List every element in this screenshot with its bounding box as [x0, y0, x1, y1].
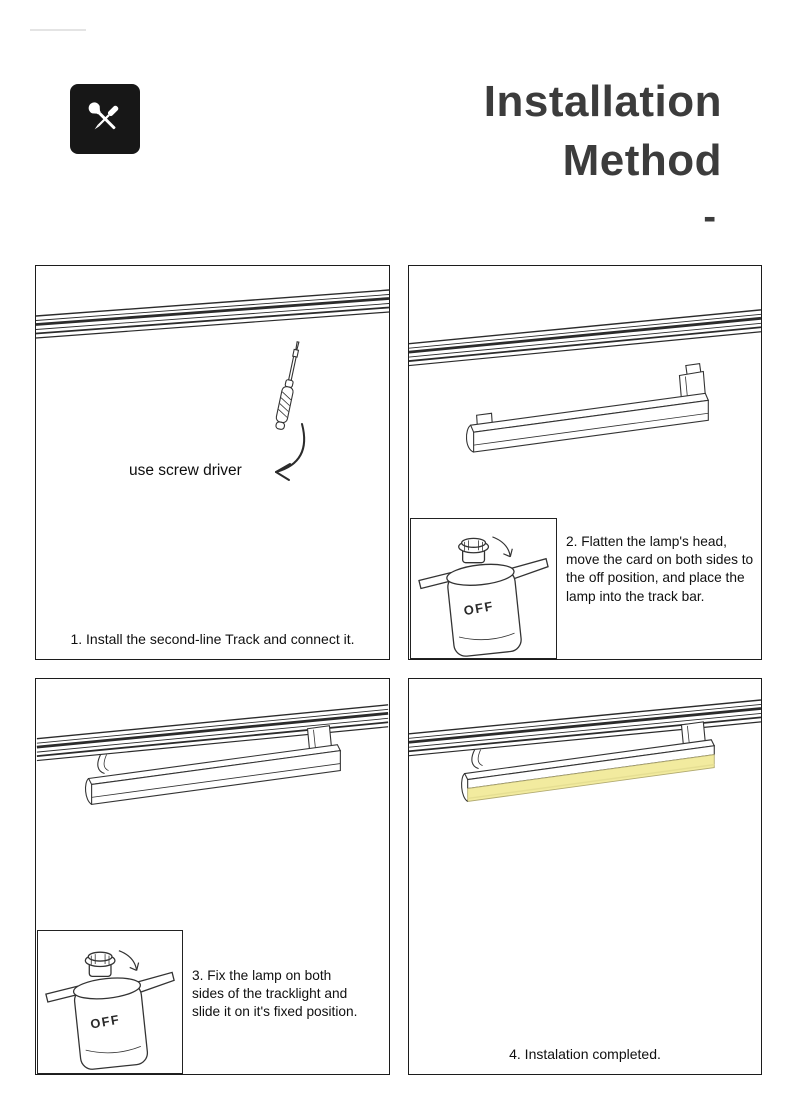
step-2-caption: 2. Flatten the lamp's head, move the car… — [566, 534, 754, 604]
top-divider — [30, 29, 86, 31]
step-2-panel: OFF 2. Flatten the lamp's head, move the… — [408, 265, 762, 660]
step-2-illustration — [409, 309, 761, 453]
off-label: OFF — [89, 1012, 121, 1032]
lamp-illustration — [85, 725, 342, 805]
tools-badge — [70, 84, 140, 154]
step-3-illustration — [36, 704, 389, 805]
off-label: OFF — [463, 598, 495, 618]
step-1-panel: use screw driver 1. Install the second-l… — [35, 265, 390, 660]
rotate-arrow-icon — [118, 950, 138, 971]
step-3-panel: OFF 3. Fix the lamp on both sides of the… — [35, 678, 390, 1075]
step-4-caption: 4. Instalation completed. — [509, 1046, 661, 1062]
page-title: Installation Method — [484, 72, 722, 190]
lamp-illustration — [466, 363, 710, 453]
step-4-panel: 4. Instalation completed. — [408, 678, 762, 1075]
track-illustration — [36, 289, 389, 339]
page-title-dash: - — [703, 196, 716, 238]
screwdriver-note: use screw driver — [129, 462, 242, 479]
switch-knob-illustration: OFF — [45, 950, 175, 1070]
page-title-line1: Installation — [483, 77, 722, 126]
right-lever — [135, 971, 175, 993]
step-4-illustration — [409, 699, 761, 802]
switch-detail-inset: OFF — [410, 518, 557, 659]
wrench-screwdriver-icon — [88, 102, 119, 130]
step-1-caption: 1. Install the second-line Track and con… — [70, 631, 355, 647]
screwdriver-illustration — [275, 341, 300, 430]
step-1-illustration — [36, 289, 389, 481]
track-illustration — [409, 309, 761, 367]
page-title-line2: Method — [562, 136, 722, 185]
curved-arrow-icon — [275, 423, 306, 481]
step-3-caption: 3. Fix the lamp on both sides of the tra… — [192, 968, 358, 1020]
switch-detail-inset: OFF — [37, 930, 183, 1074]
rotate-arrow-icon — [492, 536, 511, 557]
switch-knob-illustration: OFF — [418, 536, 549, 657]
lamp-illustration-lit — [461, 721, 716, 802]
right-lever — [509, 557, 549, 580]
